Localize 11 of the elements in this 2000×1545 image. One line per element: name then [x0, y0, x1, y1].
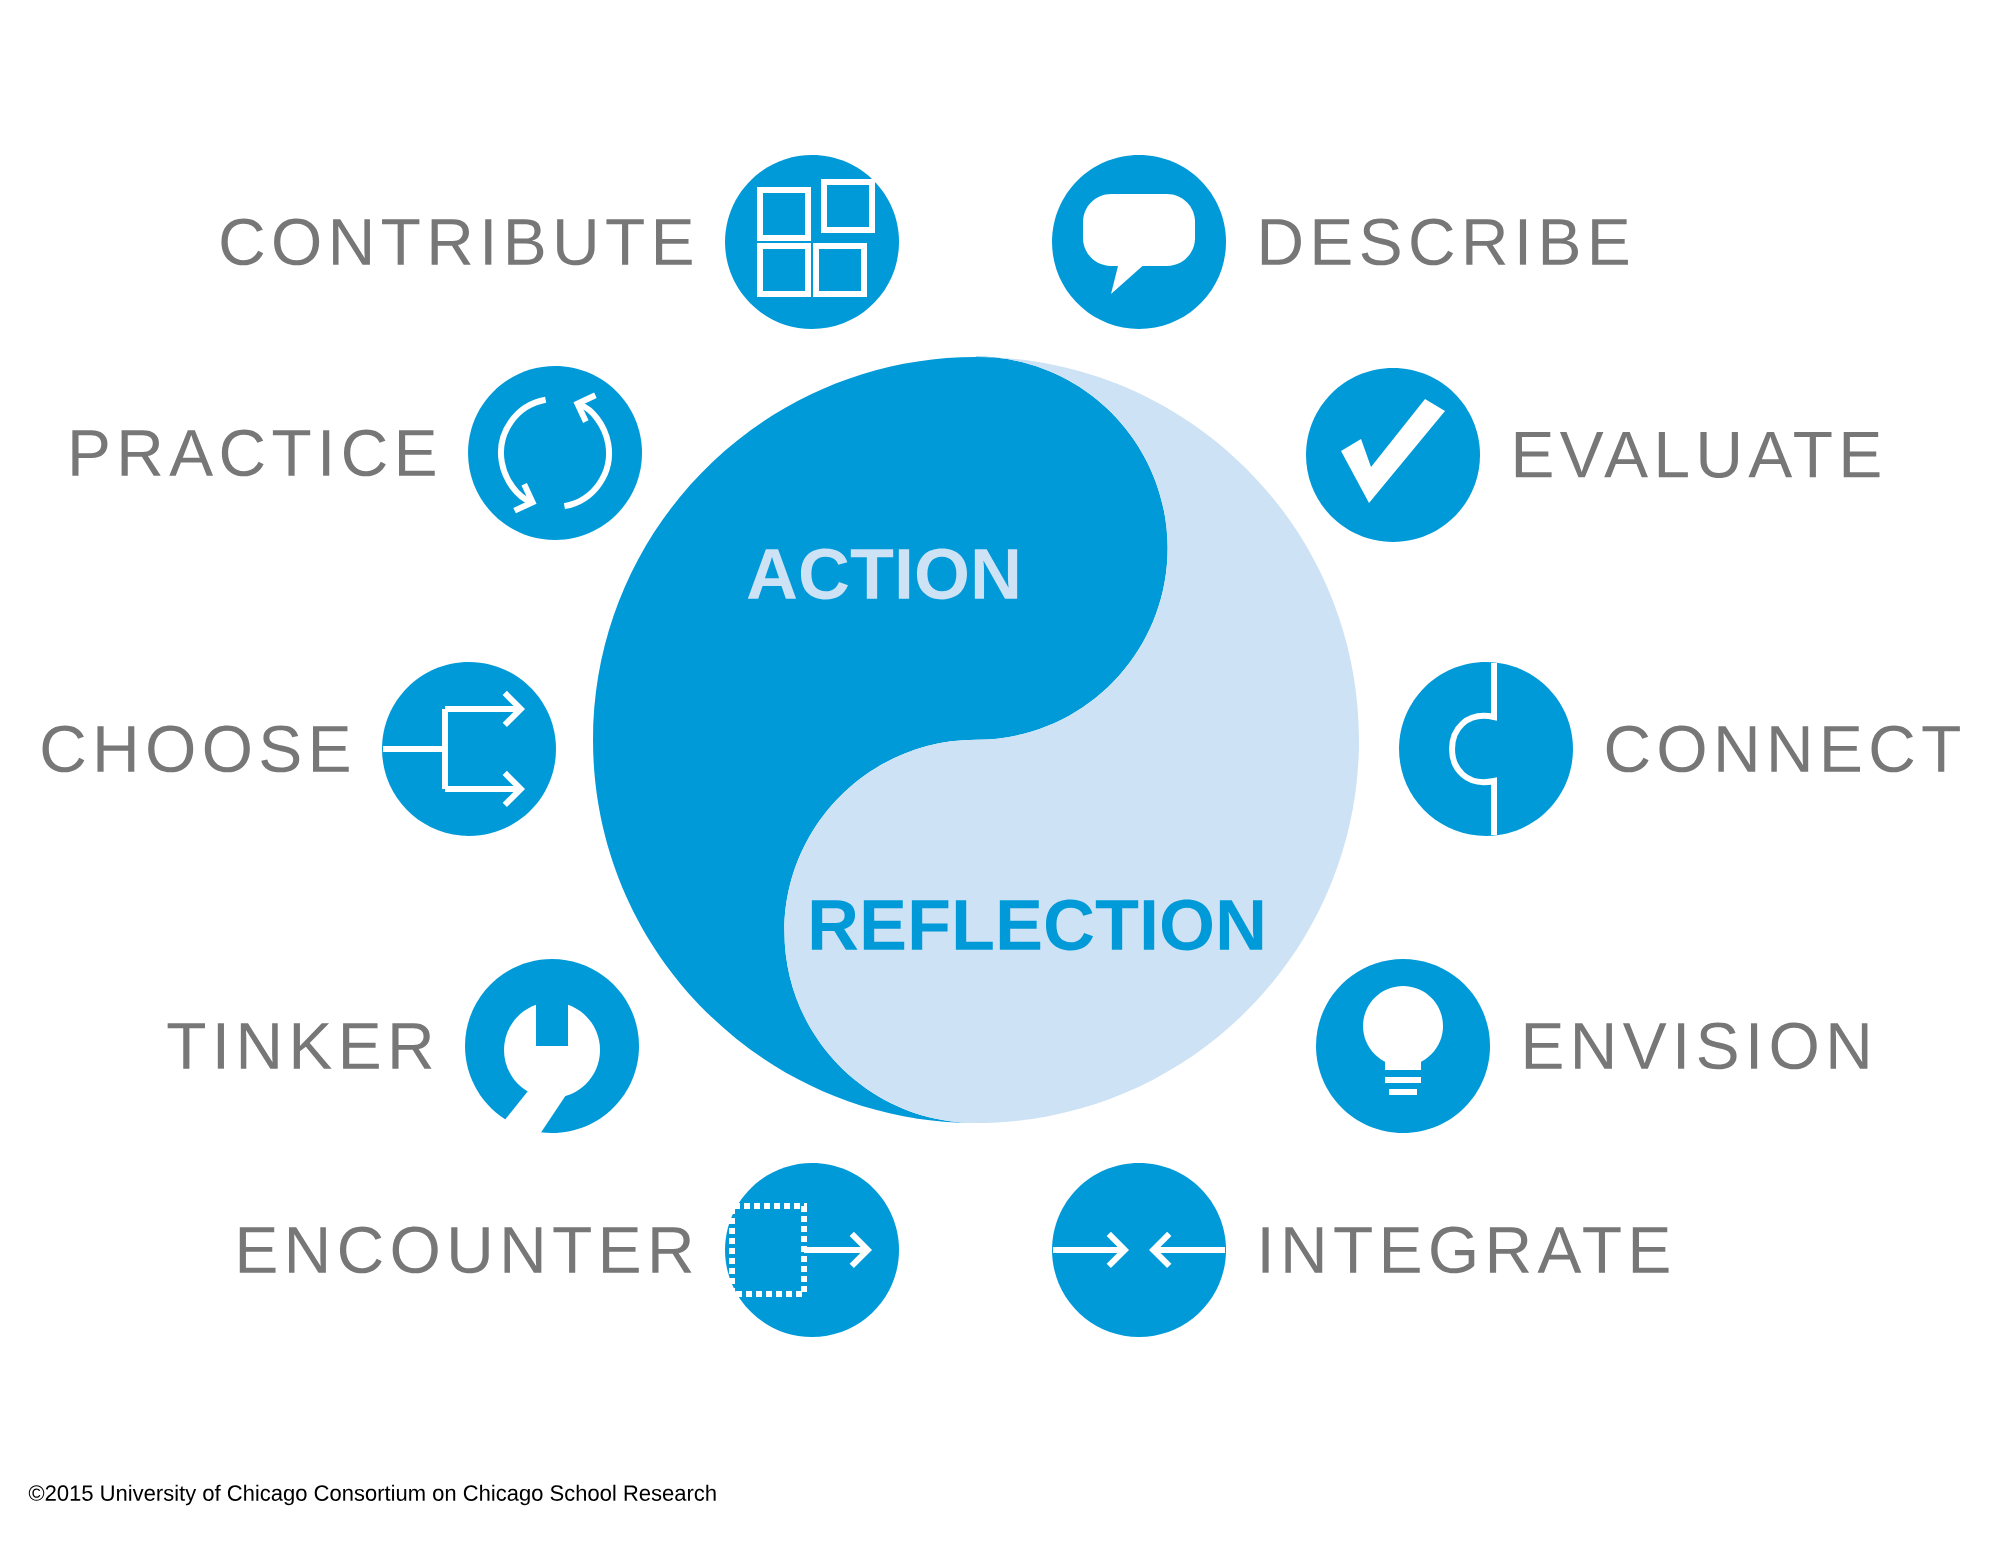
copyright-note: ©2015 University of Chicago Consortium on Chicago School Research	[28, 1484, 716, 1506]
step-label: CONNECT	[1606, 725, 1960, 773]
step-label: DESCRIBE	[1261, 218, 1628, 266]
step-label: TINKER	[167, 1023, 432, 1069]
step-label: INTEGRATE	[1262, 1226, 1669, 1274]
step-label: ENVISION	[1525, 1022, 1868, 1070]
step-label: ENCOUNTER	[239, 1226, 692, 1274]
step-label: EVALUATE	[1515, 431, 1880, 478]
step-label: CHOOSE	[42, 725, 349, 773]
step-label: CONTRIBUTE	[221, 218, 692, 266]
step-label: PRACTICE	[72, 429, 435, 477]
